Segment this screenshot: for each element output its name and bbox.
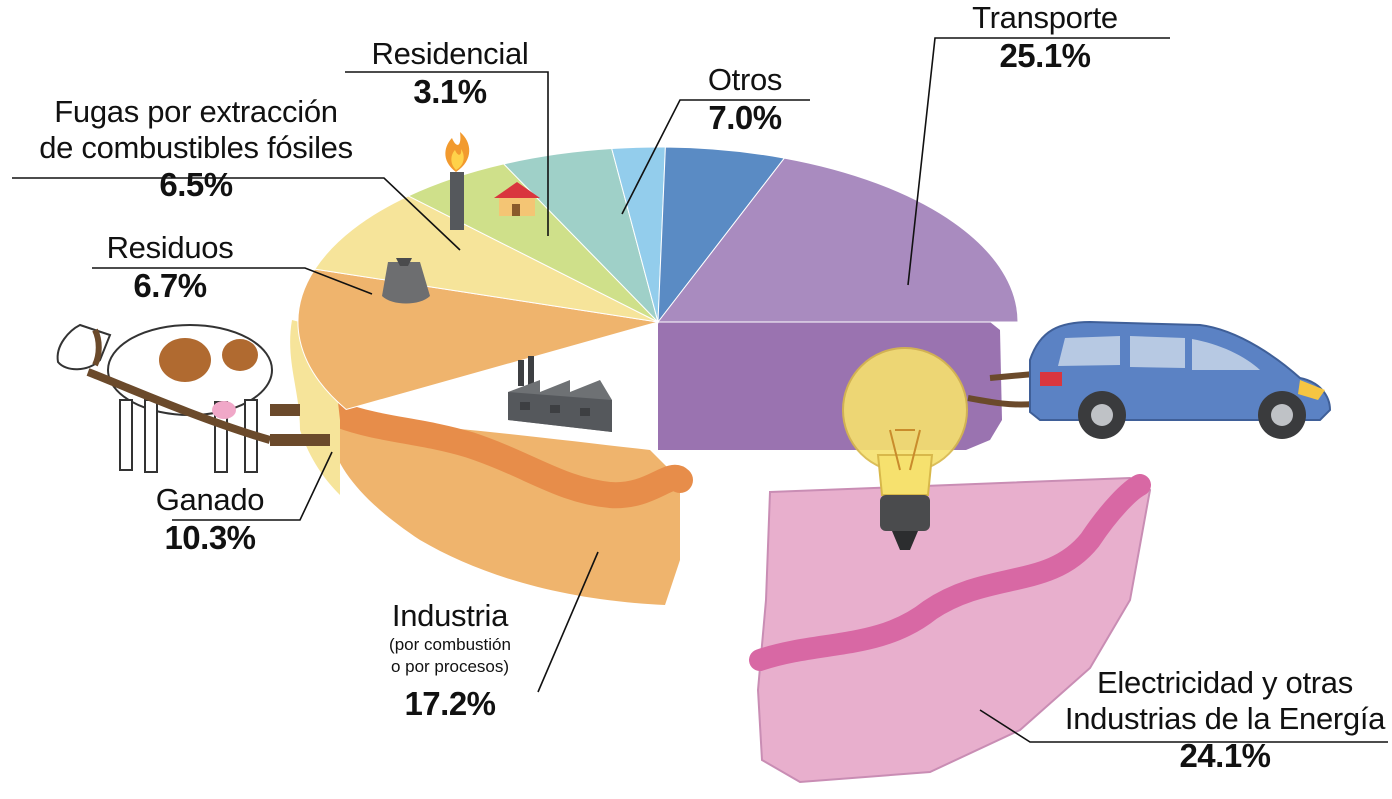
- label-electricidad: Electricidad y otras Industrias de la En…: [1040, 665, 1392, 776]
- slice-value: 6.7%: [133, 266, 207, 304]
- gas-flare-icon: [445, 132, 470, 230]
- slice-label: Industria: [391, 598, 509, 633]
- slice-note-line1: (por combustión: [389, 634, 511, 654]
- car-icon: [967, 320, 1332, 439]
- pie-slices: [297, 146, 1019, 411]
- label-transporte: Transporte 25.1%: [935, 0, 1155, 75]
- slice-value: 17.2%: [404, 684, 496, 722]
- slice-note-line2: o por procesos): [390, 656, 510, 676]
- leader-line-residuos: [92, 267, 373, 295]
- factory-icon: [508, 356, 612, 432]
- trash-bag-icon: [382, 258, 430, 304]
- label-residencial: Residencial 3.1%: [345, 36, 555, 111]
- leader-line-electricidad: [979, 709, 1388, 743]
- house-icon: [494, 182, 540, 216]
- pie-slice-ganado: [313, 195, 659, 323]
- cow-icon: [56, 323, 330, 473]
- leader-line-transporte: [907, 37, 1170, 286]
- pie-slice-industria: [297, 268, 659, 411]
- electricity-wave: [749, 474, 1151, 671]
- slice-value: 10.3%: [164, 518, 256, 556]
- leader-lines: [12, 37, 1388, 743]
- slice-label: Transporte: [972, 0, 1118, 35]
- slice-value: 24.1%: [1179, 737, 1271, 775]
- leader-line-industria: [537, 551, 599, 693]
- leader-line-ganado: [172, 451, 333, 521]
- icons: [56, 132, 1332, 550]
- light-bulb-icon: [842, 347, 968, 550]
- industry-slab-side: [330, 420, 680, 605]
- pie-slice-transporte: [656, 157, 1019, 323]
- slice-value: 25.1%: [999, 36, 1091, 74]
- slice-value: 3.1%: [413, 72, 487, 110]
- label-otros: Otros 7.0%: [680, 62, 810, 137]
- industry-wave: [327, 402, 693, 509]
- slice-label: Residencial: [371, 36, 529, 71]
- label-fugas: Fugas por extracción de combustibles fós…: [0, 94, 392, 205]
- leader-line-residencial: [345, 71, 549, 236]
- slice-label-line1: Electricidad y otras: [1097, 665, 1353, 700]
- slice-label: Otros: [707, 62, 783, 97]
- slice-label-line2: Industrias de la Energía: [1064, 700, 1386, 736]
- label-ganado: Ganado 10.3%: [130, 482, 290, 557]
- label-residuos: Residuos 6.7%: [90, 230, 250, 305]
- leader-line-fugas: [12, 177, 461, 251]
- slice-label-line1: Fugas por extracción: [54, 94, 338, 129]
- slice-label: Residuos: [106, 230, 234, 265]
- slice-value: 7.0%: [708, 98, 782, 136]
- label-industria: Industria (por combustión o por procesos…: [350, 598, 550, 723]
- leader-line-otros: [621, 99, 810, 215]
- slice-value: 6.5%: [159, 166, 233, 204]
- slice-label: Ganado: [155, 482, 265, 517]
- slice-label-line2: de combustibles fósiles: [39, 129, 353, 165]
